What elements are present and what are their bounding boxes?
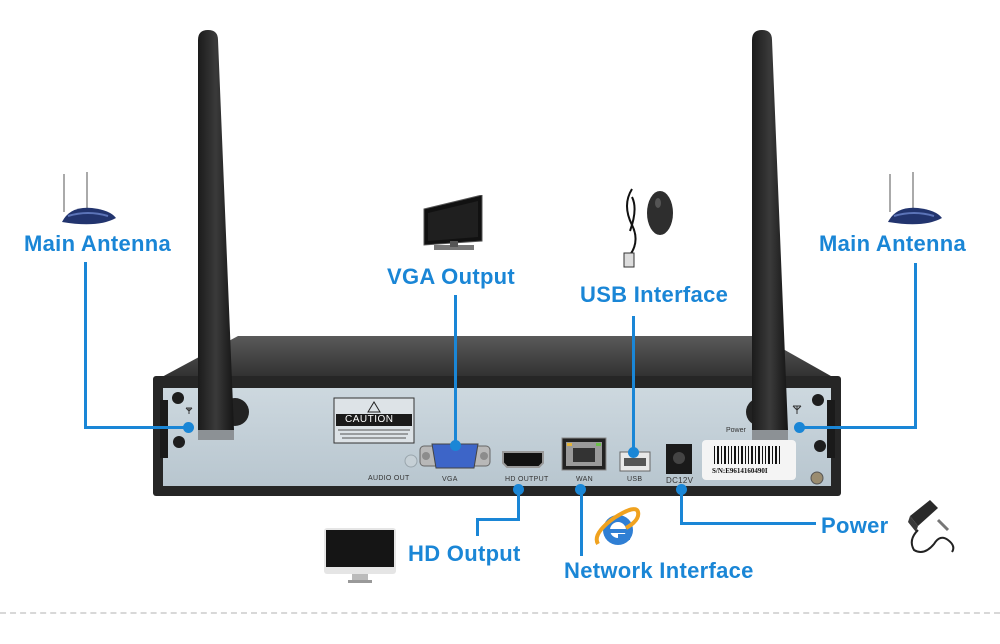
callout-line: [517, 488, 520, 520]
hd-output-label: HD OUTPUT: [505, 476, 549, 483]
dc12v-label: DC12V: [666, 476, 694, 485]
callout-dot: [794, 422, 805, 433]
router-icon: [62, 172, 116, 225]
screw: [172, 392, 184, 404]
power-adapter-icon: [908, 500, 955, 553]
power-label: Power: [821, 513, 889, 538]
callout-dot: [183, 422, 194, 433]
screw: [173, 436, 185, 448]
right-antenna: [752, 30, 788, 440]
callout-line: [680, 488, 683, 524]
network-interface-label: Network Interface: [564, 558, 754, 583]
internet-explorer-icon: [594, 507, 641, 546]
monitor-icon: [324, 528, 396, 583]
mouse-icon: [623, 188, 673, 268]
antenna-symbol: [792, 405, 802, 414]
callout-line: [476, 518, 479, 536]
left-antenna: [198, 30, 234, 440]
divider: [0, 612, 1000, 614]
callout-line: [914, 263, 917, 429]
wan-label: WAN: [576, 476, 593, 483]
hd-output-label: HD Output: [408, 541, 521, 566]
caution-title: CAUTION: [345, 414, 394, 425]
vga-port: [431, 443, 479, 469]
callout-line: [680, 522, 816, 525]
serial-number: S/N:E9614160490I: [712, 467, 768, 475]
screw: [814, 440, 826, 452]
vga-label: VGA: [442, 476, 458, 483]
main-antenna-right-label: Main Antenna: [819, 231, 967, 256]
usb-label: USB: [627, 476, 643, 483]
tv-icon: [423, 195, 483, 250]
hdmi-port: [502, 451, 544, 468]
barcode: [714, 446, 780, 464]
antenna-symbol: [185, 407, 193, 414]
router-icon: [888, 172, 942, 225]
usb-interface-label: USB Interface: [580, 282, 729, 307]
audio-out-label: AUDIO OUT: [368, 475, 410, 482]
chassis-top: [160, 336, 838, 380]
callout-dot: [628, 447, 639, 458]
callout-line: [798, 426, 917, 429]
power-panel-text: Power: [726, 427, 746, 434]
screw: [812, 394, 824, 406]
audio-out-port: [404, 454, 418, 468]
callout-dot: [450, 440, 461, 451]
callout-line: [632, 316, 635, 452]
callout-line: [84, 426, 188, 429]
callout-line: [454, 295, 457, 445]
ground-screw: [810, 471, 824, 485]
vga-output-label: VGA Output: [387, 264, 516, 289]
callout-line: [84, 262, 87, 428]
callout-line: [580, 488, 583, 556]
callout-line: [476, 518, 520, 521]
main-antenna-left-label: Main Antenna: [24, 231, 172, 256]
